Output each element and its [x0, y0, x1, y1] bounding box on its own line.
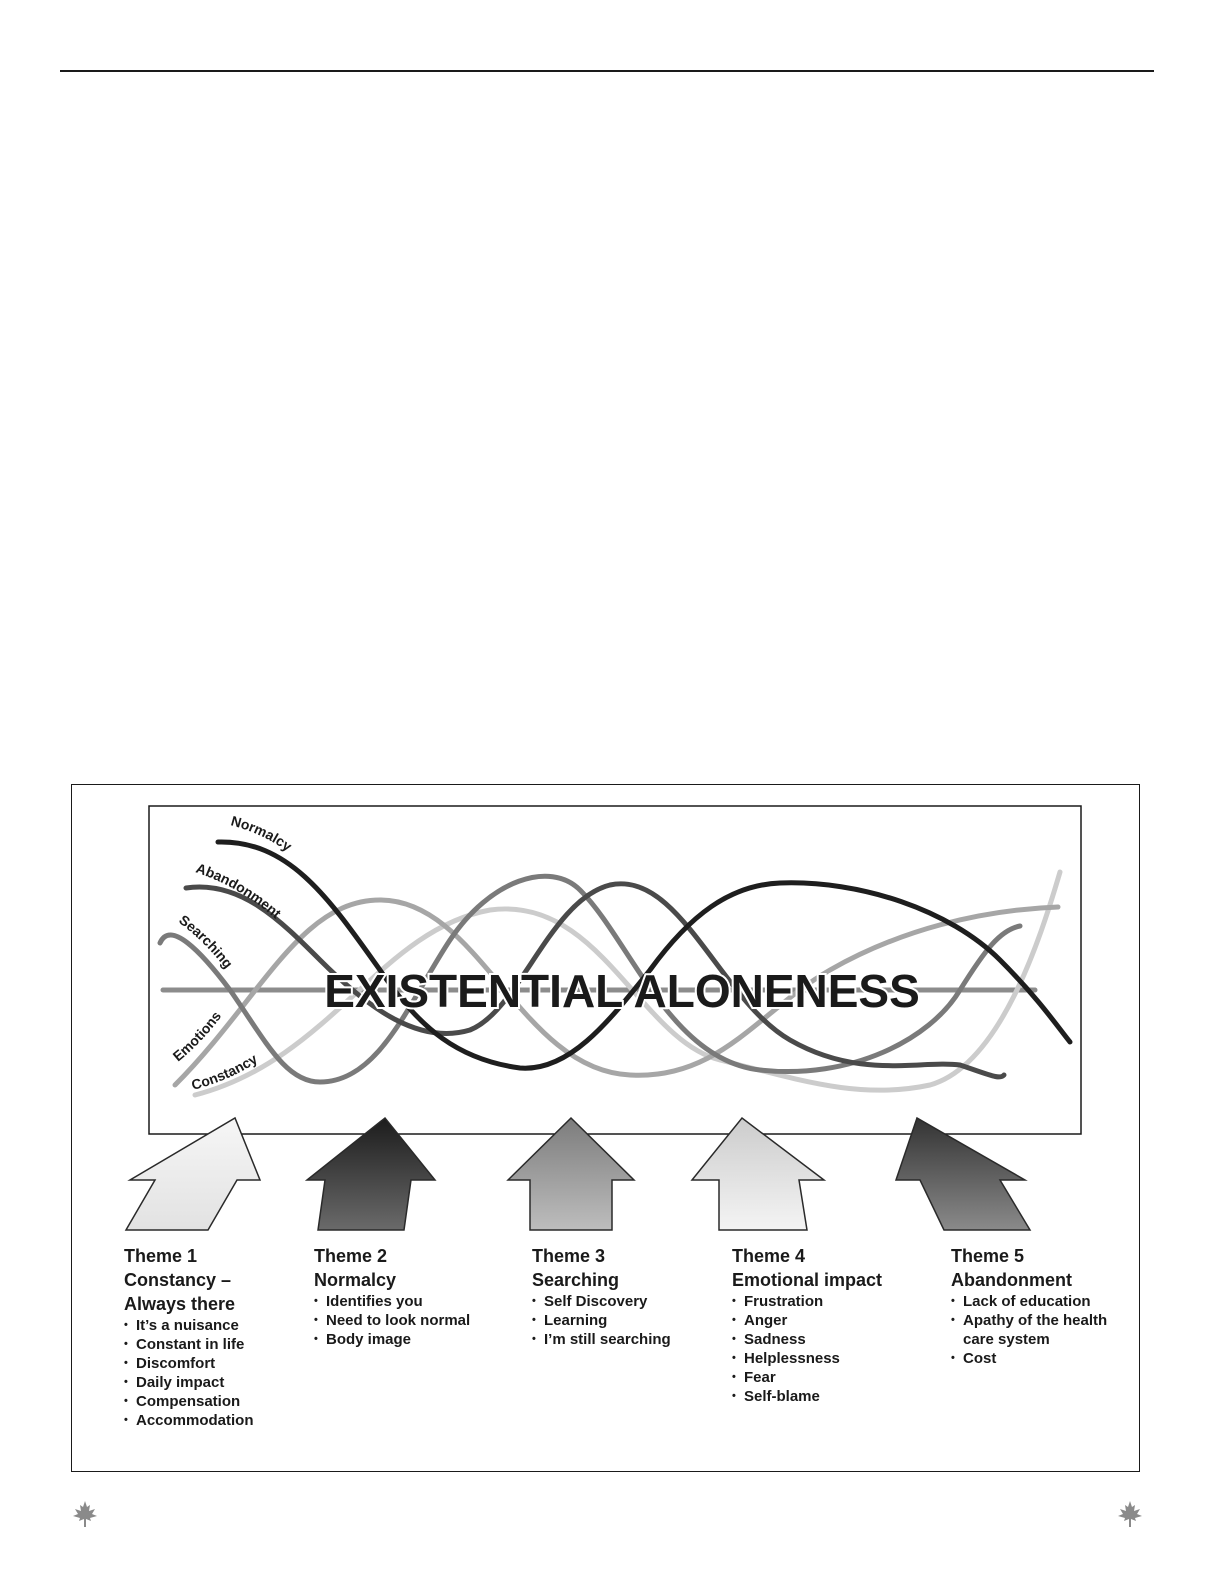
theme-title-line: Normalcy [314, 1270, 397, 1290]
theme-4: Theme 4 Emotional impact Frustration Ang… [732, 1244, 942, 1406]
theme-title-line: Constancy – [124, 1270, 232, 1290]
maple-leaf-icon [1118, 1501, 1142, 1527]
theme-title-line: Theme 5 [951, 1246, 1025, 1266]
theme-title-line: Always there [124, 1294, 236, 1314]
theme2-arrow [304, 1116, 437, 1231]
theme-5: Theme 5 Abandonment Lack of education Ap… [951, 1244, 1121, 1368]
theme-2: Theme 2 Normalcy Identifies you Need to … [314, 1244, 524, 1349]
theme-4-list: Frustration Anger Sadness Helplessness F… [732, 1292, 942, 1406]
normalcy-strand [215, 839, 1073, 1071]
list-item: Self-blame [732, 1387, 942, 1406]
theme-3-list: Self Discovery Learning I’m still search… [532, 1292, 722, 1349]
searching-strand [157, 873, 1023, 1085]
list-item: Compensation [124, 1392, 324, 1411]
list-item: Body image [314, 1330, 524, 1349]
list-item: Sadness [732, 1330, 942, 1349]
list-item: Identifies you [314, 1292, 524, 1311]
theme-3-title: Theme 3 Searching [532, 1244, 722, 1292]
list-item: Learning [532, 1311, 722, 1330]
theme-title-line: Theme 4 [732, 1246, 806, 1266]
diagram-title: EXISTENTIAL ALONENESS [324, 965, 920, 1017]
theme-title-line: Searching [532, 1270, 620, 1290]
list-item: Anger [732, 1311, 942, 1330]
theme-5-title: Theme 5 Abandonment [951, 1244, 1121, 1292]
theme4-arrow [690, 1116, 827, 1231]
list-item: Apathy of the health care system [951, 1311, 1121, 1349]
theme1-arrow [124, 1116, 262, 1231]
theme5-arrow [894, 1116, 1032, 1231]
theme-title-line: Abandonment [951, 1270, 1072, 1290]
theme-1-list: It’s a nuisance Constant in life Discomf… [124, 1316, 324, 1430]
theme-3: Theme 3 Searching Self Discovery Learnin… [532, 1244, 722, 1349]
theme-1: Theme 1 Constancy – Always there It’s a … [124, 1244, 324, 1430]
emotions-strand [172, 897, 1061, 1088]
theme-4-title: Theme 4 Emotional impact [732, 1244, 942, 1292]
theme-title-line: Theme 1 [124, 1246, 198, 1266]
list-item: Constant in life [124, 1335, 324, 1354]
figure-frame [71, 784, 1140, 1472]
theme-title-line: Theme 2 [314, 1246, 388, 1266]
list-item: Fear [732, 1368, 942, 1387]
theme-title-line: Emotional impact [732, 1270, 883, 1290]
list-item: Self Discovery [532, 1292, 722, 1311]
list-item: Helplessness [732, 1349, 942, 1368]
list-item: Need to look normal [314, 1311, 524, 1330]
list-item: Cost [951, 1349, 1121, 1368]
theme-5-list: Lack of education Apathy of the health c… [951, 1292, 1121, 1368]
top-rule [60, 70, 1154, 72]
list-item: Frustration [732, 1292, 942, 1311]
list-item: Discomfort [124, 1354, 324, 1373]
list-item: It’s a nuisance [124, 1316, 324, 1335]
abandonment-strand [183, 881, 1007, 1080]
theme-2-list: Identifies you Need to look normal Body … [314, 1292, 524, 1349]
list-item: Lack of education [951, 1292, 1121, 1311]
list-item: Daily impact [124, 1373, 324, 1392]
list-item: I’m still searching [532, 1330, 722, 1349]
maple-leaf-icon [73, 1501, 97, 1527]
theme-2-title: Theme 2 Normalcy [314, 1244, 524, 1292]
list-item: Accommodation [124, 1411, 324, 1430]
theme-title-line: Theme 3 [532, 1246, 606, 1266]
theme3-arrow [506, 1116, 636, 1231]
theme-1-title: Theme 1 Constancy – Always there [124, 1244, 324, 1316]
